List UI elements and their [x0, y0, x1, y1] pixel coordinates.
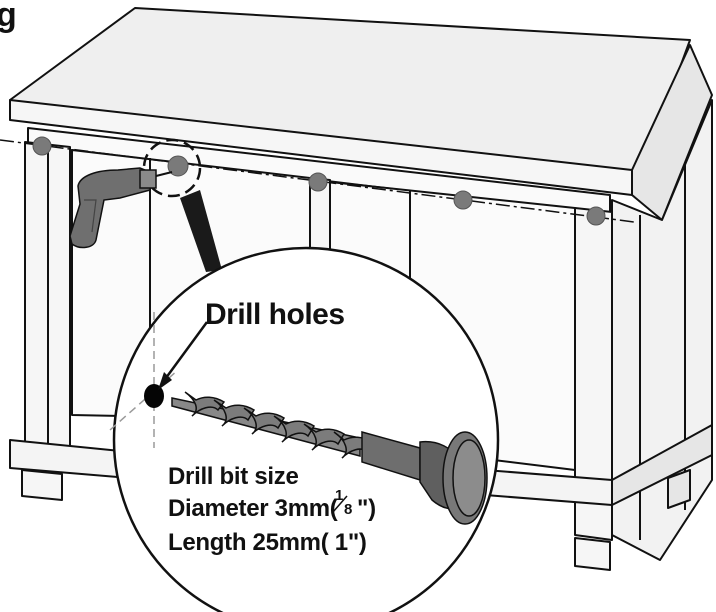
drill-bit-spec: Drill bit size Diameter 3mm( 1 8 ") Leng… [168, 463, 376, 556]
spec-diameter-frac-num: 1 [335, 487, 343, 504]
hole-guide-lines [109, 312, 179, 448]
drill-hole-markers [32, 136, 606, 226]
cabinet-foot-back [667, 469, 691, 509]
spec-diameter-prefix: Diameter 3mm( [168, 495, 338, 522]
spec-diameter-suffix: ") [357, 495, 376, 522]
spec-diameter-frac-den: 8 [344, 501, 352, 518]
spec-length: Length 25mm( 1") [168, 529, 367, 556]
drill-hole [586, 206, 606, 226]
fraction-slash [332, 495, 348, 513]
cabinet-foot-right [574, 537, 611, 571]
cabinet-bottom-shelf-right [611, 424, 713, 506]
magnifier-pointer [180, 190, 222, 272]
drill-hole [453, 190, 473, 210]
drill-hole [308, 172, 328, 192]
highlight-ring [142, 138, 202, 198]
drill-hole [167, 155, 189, 177]
drill-hole [32, 136, 52, 156]
spec-diameter: Diameter 3mm( [168, 495, 338, 522]
title-fragment: g [0, 0, 17, 34]
power-drill-icon [69, 167, 173, 249]
drill-holes-label: Drill holes [205, 298, 345, 331]
spec-heading: Drill bit size [168, 463, 299, 490]
callout-arrow [158, 321, 209, 390]
drilled-hole [144, 384, 164, 408]
cabinet-foot-left [21, 469, 63, 501]
drill-bit-icon [171, 391, 488, 525]
